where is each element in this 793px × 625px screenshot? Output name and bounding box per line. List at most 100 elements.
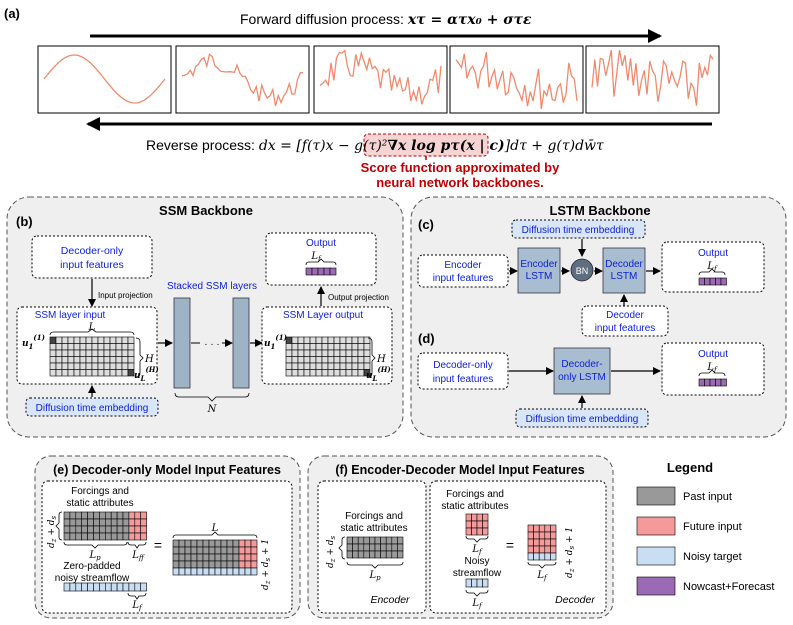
panel-f-encoder-cell bbox=[369, 550, 376, 559]
ssm-input-cell bbox=[97, 343, 105, 351]
ssm-output-cell bbox=[339, 336, 347, 344]
panel-f-encoder-caption: Encoder bbox=[370, 594, 410, 606]
ssm-output-cell bbox=[333, 336, 341, 344]
ssm-title: SSM Backbone bbox=[159, 203, 253, 218]
ssm-output-cell bbox=[321, 343, 329, 351]
lstm-output-cell bbox=[709, 378, 716, 387]
ssm-input-cell bbox=[115, 356, 123, 364]
ssm-output-cell bbox=[291, 362, 299, 370]
panel-e-feature-cell bbox=[134, 511, 142, 520]
legend-label: Noisy target bbox=[683, 551, 742, 563]
ssm-input-cell bbox=[97, 356, 105, 364]
ssm-input-cell bbox=[67, 336, 75, 344]
ssm-input-cell bbox=[73, 362, 81, 370]
panel-f-decoder-combined-cell bbox=[550, 531, 557, 540]
ssm-input-cell bbox=[127, 356, 135, 364]
panel-f-encoder-cell bbox=[397, 543, 404, 552]
ssm-input-H-brace bbox=[135, 337, 144, 378]
ssm-output-cell bbox=[339, 343, 347, 351]
panel-e-combined-cell bbox=[184, 553, 192, 562]
ssm-output-cell bbox=[357, 349, 365, 357]
ssm-input-cell bbox=[103, 343, 111, 351]
ssm-input-cell bbox=[55, 369, 63, 377]
ssm-input-cell bbox=[55, 336, 63, 344]
panel-f-decoder-caption: Decoder bbox=[555, 594, 595, 606]
ssm-input-cell bbox=[49, 356, 57, 364]
score-note: neural network backbones. bbox=[376, 175, 544, 190]
lstm-decoder-only-features: input features bbox=[433, 374, 494, 385]
panel-e-feature-cell bbox=[105, 518, 112, 527]
ssm-output-cell bbox=[363, 356, 371, 364]
panel-f-decoder-combined-cell bbox=[544, 524, 551, 533]
ssm-input-cell bbox=[121, 369, 129, 377]
ssm-input-cell bbox=[61, 336, 69, 344]
ssm-output-cell bbox=[321, 356, 329, 364]
panel-f-enc-forcings: static attributes bbox=[340, 523, 407, 534]
lstm-output-d-brace bbox=[698, 369, 726, 377]
ssm-input-cell bbox=[55, 362, 63, 370]
panel-f-decoder-combined-cell bbox=[533, 531, 540, 540]
panel-e-zero-padded: noisy streamflow bbox=[55, 573, 130, 584]
panel-f-decoder-future-cell bbox=[476, 513, 483, 522]
panel-e-combined-cell bbox=[244, 546, 252, 555]
lstm-output-cell bbox=[704, 277, 711, 286]
ssm-input-cell bbox=[121, 336, 129, 344]
ssm-input-cell bbox=[97, 349, 105, 357]
ssm-output-cell bbox=[291, 356, 299, 364]
panel-e-Lp-brace bbox=[63, 541, 128, 549]
panel-e-feature-cell bbox=[87, 511, 94, 520]
panel-f-Lf: Lf bbox=[471, 544, 483, 556]
ssm-input-cell bbox=[115, 343, 123, 351]
wave-frame bbox=[449, 45, 584, 114]
ssm-input-cell bbox=[127, 369, 135, 377]
panel-e-combined-cell bbox=[238, 560, 246, 569]
ssm-output-cell bbox=[339, 362, 347, 370]
ssm-output-cell bbox=[297, 356, 305, 364]
ssm-output-cell bbox=[285, 349, 293, 357]
ssm-input-cell bbox=[85, 369, 93, 377]
panel-e-feature-cell bbox=[87, 525, 94, 534]
panel-e-feature-cell bbox=[75, 532, 83, 541]
panel-e-combined-cell bbox=[196, 567, 204, 576]
ssm-decoder-features: Decoder-only bbox=[61, 245, 124, 257]
ssm-input-cell bbox=[61, 343, 69, 351]
panel-e-combined-cell bbox=[196, 539, 204, 548]
panel-e-noisy-cell bbox=[81, 582, 88, 592]
panel-e-combined-cell bbox=[238, 539, 246, 548]
ssm-output-cell bbox=[297, 369, 305, 377]
ssm-output-cell bbox=[309, 362, 317, 370]
ssm-output-cell bbox=[309, 356, 317, 364]
panel-f-encoder-cell bbox=[391, 550, 398, 559]
panel-e-combined-cell bbox=[190, 560, 198, 569]
ssm-output-cell bbox=[333, 369, 341, 377]
ssm-input-cell bbox=[49, 349, 57, 357]
panel-f-encoder-cell bbox=[385, 550, 393, 559]
ssm-output-cell bbox=[327, 349, 335, 357]
wave-frame bbox=[585, 45, 720, 114]
ssm-output-H-brace bbox=[367, 337, 376, 378]
panel-e-combined-cell bbox=[226, 546, 234, 555]
legend-title: Legend bbox=[667, 460, 713, 475]
ssm-output-cell bbox=[327, 336, 335, 344]
ssm-input-cell bbox=[115, 349, 123, 357]
legend-label: Future input bbox=[683, 521, 742, 533]
ssm-output-cell bbox=[285, 336, 293, 344]
panel-e-feature-cell bbox=[116, 511, 124, 520]
ssm-input-cell bbox=[79, 349, 87, 357]
panel-f-encoder-cell bbox=[397, 536, 404, 545]
ssm-input-cell bbox=[73, 343, 81, 351]
panel-f-dec-forcings: Forcings and bbox=[446, 489, 504, 500]
panel-f-decoder-noisy-cell bbox=[471, 578, 478, 588]
ssm-input-cell bbox=[67, 362, 75, 370]
ssm-input-cell bbox=[85, 356, 93, 364]
ssm-input-cell bbox=[97, 362, 105, 370]
ssm-output-cell bbox=[309, 336, 317, 344]
ssm-layer-block bbox=[232, 297, 250, 389]
panel-f-decoder-future-cell bbox=[482, 513, 489, 522]
legend-label: Nowcast+Forecast bbox=[683, 581, 774, 593]
ssm-input-cell bbox=[91, 343, 99, 351]
ssm-output-cell bbox=[339, 349, 347, 357]
panel-e-combined-cell bbox=[196, 546, 204, 555]
ssm-output-cell bbox=[305, 267, 313, 276]
ssm-output-cell bbox=[357, 362, 365, 370]
